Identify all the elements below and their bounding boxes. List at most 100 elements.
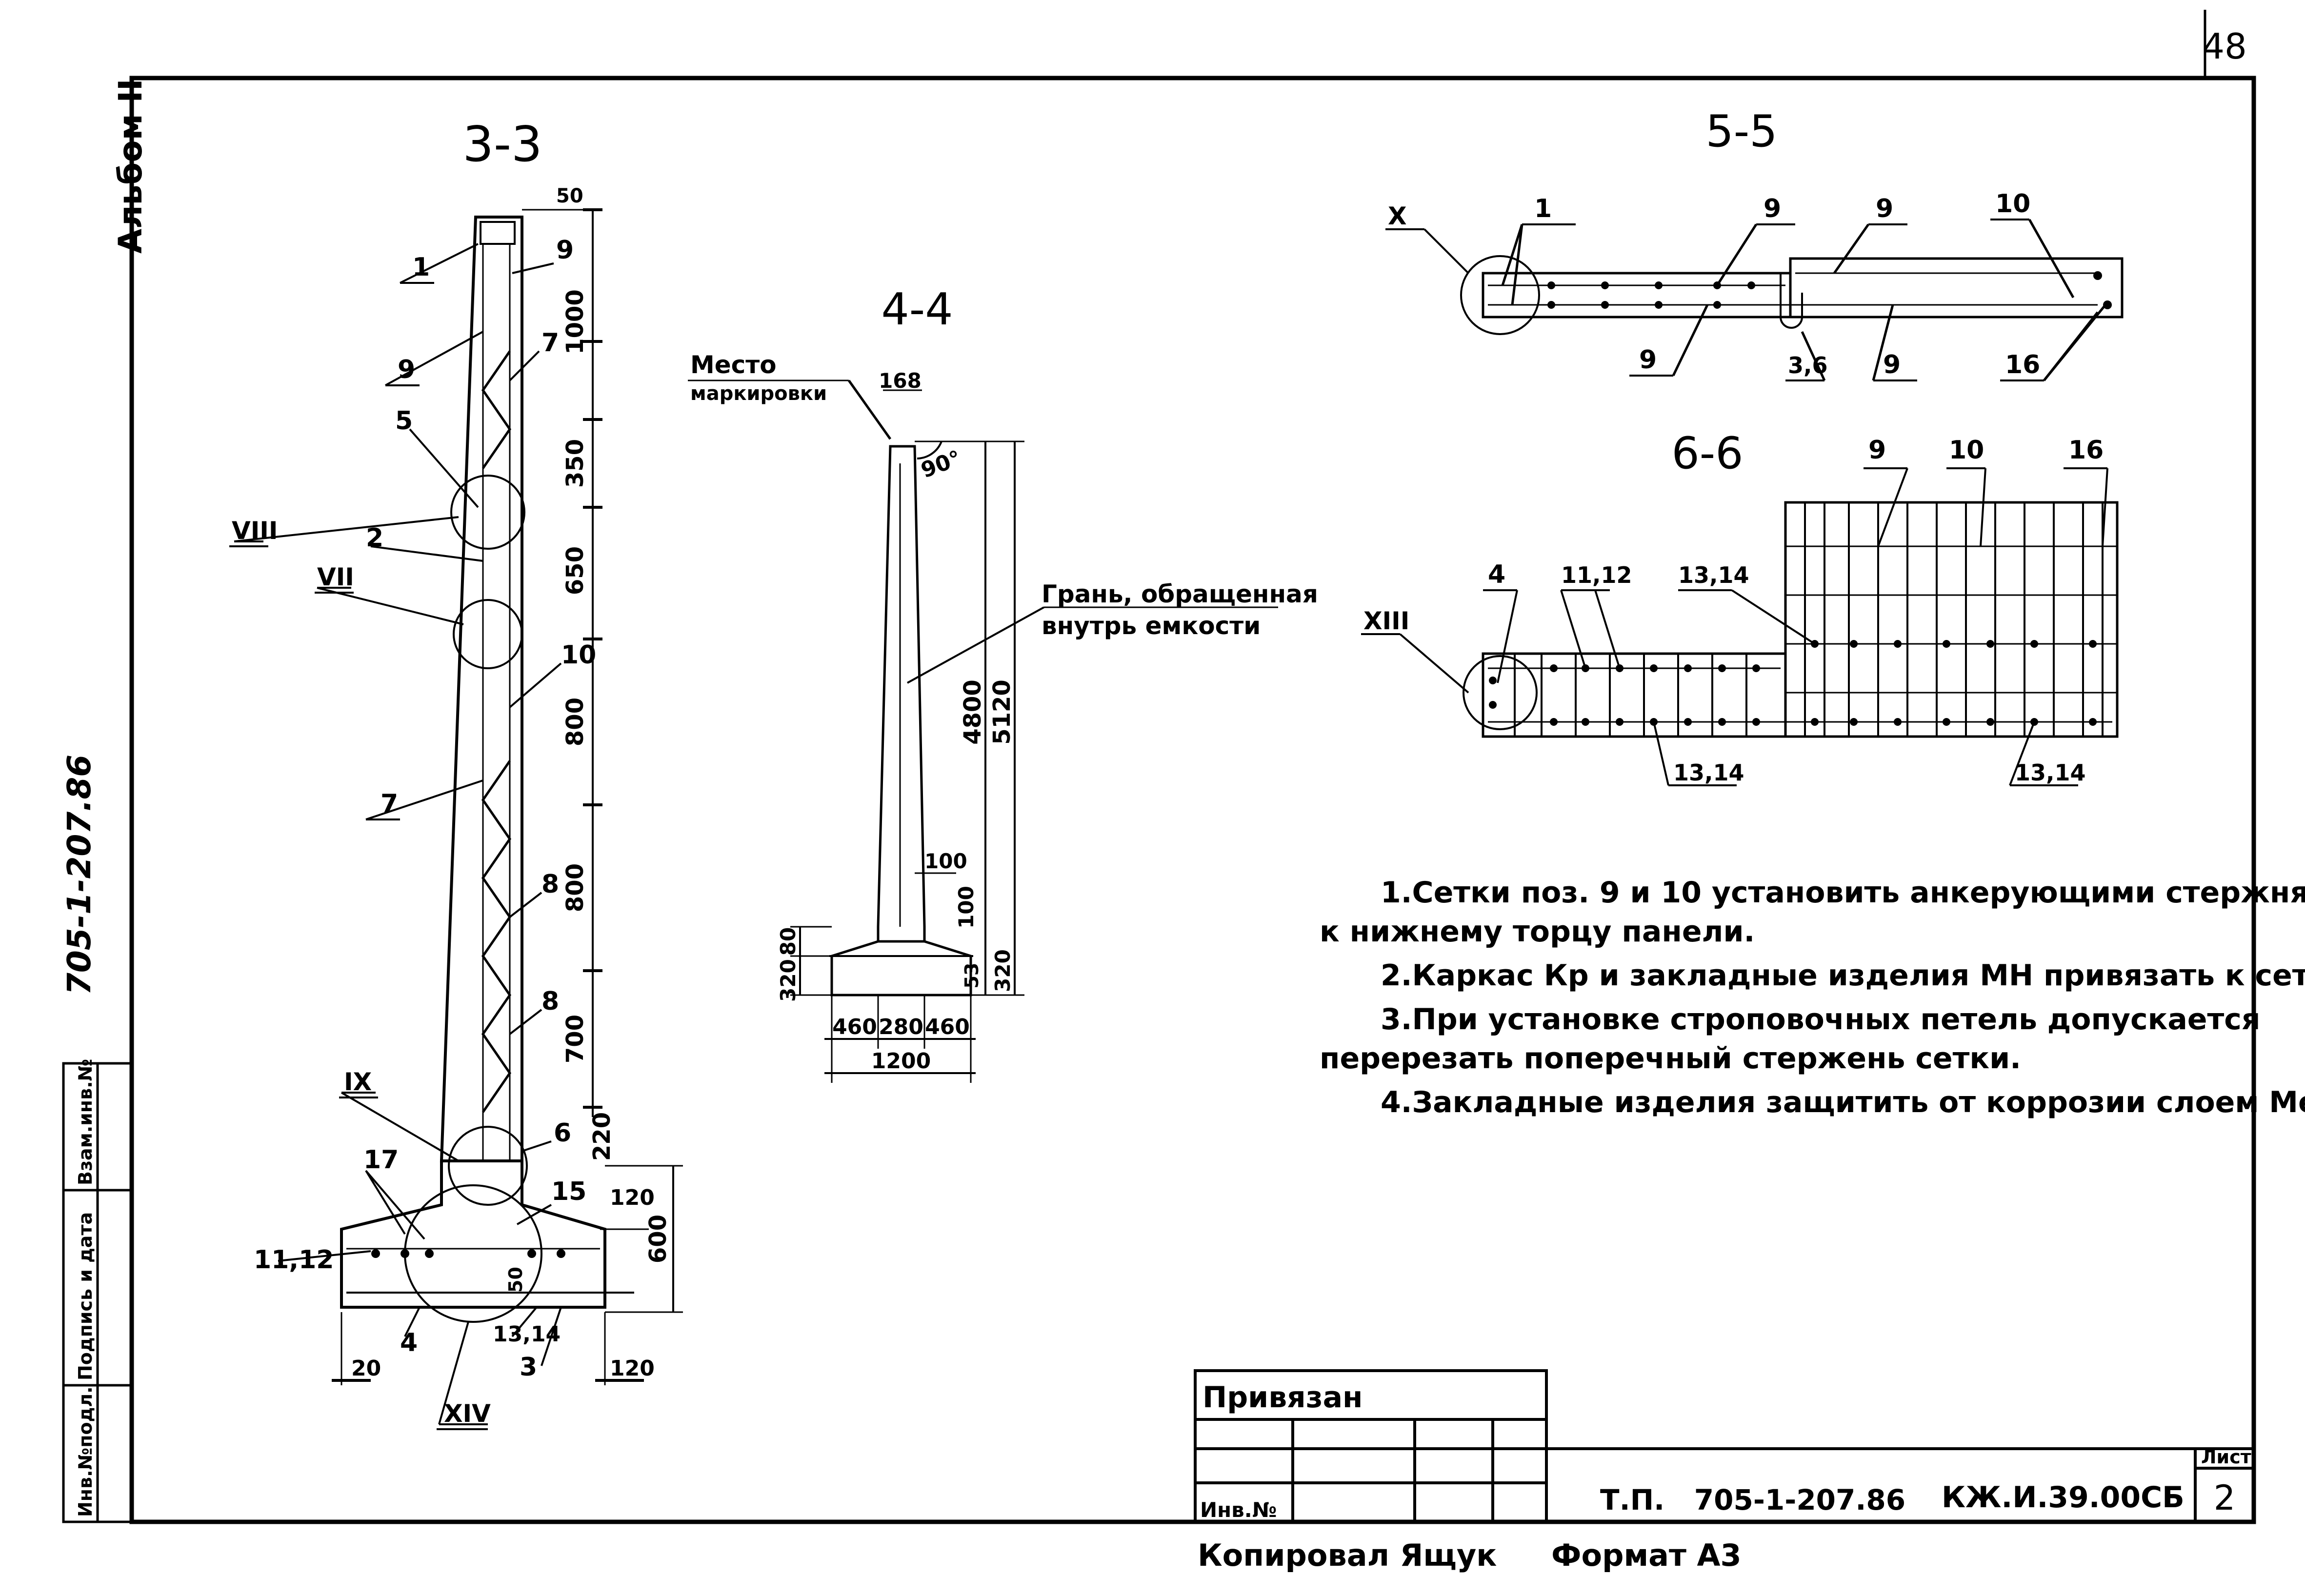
callout-5-1: 1 — [1534, 194, 1552, 223]
callout-7-mid: 7 — [381, 789, 398, 818]
stamp-inv-orig: Инв.№подл. — [75, 1386, 96, 1517]
callout-6-10: 10 — [1949, 436, 1984, 465]
dim-50-bottom: 50 — [505, 1267, 526, 1293]
dim-350: 350 — [561, 439, 589, 488]
section-6-6: 6-6 — [1361, 428, 2119, 786]
dim-120-top: 120 — [610, 1185, 655, 1210]
dim-120-bottom: 120 — [610, 1356, 655, 1381]
side-project-code: 705-1-207.86 — [60, 755, 98, 995]
dim-600: 600 — [644, 1215, 672, 1263]
callout-6: 6 — [554, 1118, 571, 1148]
callout-8-a: 8 — [541, 870, 559, 899]
drawing-code: КЖ.И.39.00СБ — [1942, 1480, 2185, 1515]
stamp-sign-date: Подпись и дата — [75, 1212, 96, 1380]
dim-4800: 4800 — [959, 679, 986, 745]
dim-1000: 1000 — [561, 289, 589, 355]
dim-280: 280 — [879, 1015, 923, 1039]
note-3-line-1: 3.При установке строповочных петель допу… — [1381, 1002, 2260, 1037]
dim-320-left: 320 — [776, 959, 800, 1002]
node-XIV: XIV — [444, 1399, 491, 1428]
section-6-6-grid-verticals — [1514, 502, 2104, 737]
note-2: 2.Каркас Кр и закладные изделия МН привя… — [1381, 958, 2305, 993]
dim-700: 700 — [561, 1015, 589, 1063]
dim-800-b: 800 — [561, 863, 589, 912]
paper-format: Формат А3 — [1551, 1537, 1742, 1573]
callout-5-10: 10 — [1995, 189, 2030, 219]
sheet-label: Лист — [2201, 1446, 2251, 1468]
bound-label: Привязан — [1203, 1380, 1363, 1415]
dim-320-right: 320 — [991, 949, 1015, 992]
callout-6-13-14-right: 13,14 — [2015, 759, 2086, 786]
callout-5-16: 16 — [2005, 350, 2040, 379]
callout-9-right: 9 — [556, 236, 574, 265]
note-1-line-1: 1.Сетки поз. 9 и 10 установить анкерующи… — [1381, 876, 2305, 910]
node-VII: VII — [317, 563, 354, 591]
dim-53: 53 — [961, 963, 982, 989]
node-X: X — [1388, 202, 1407, 230]
dim-460-right: 460 — [925, 1015, 970, 1039]
callout-15: 15 — [551, 1177, 586, 1206]
dim-80: 80 — [776, 927, 800, 956]
face-label-1: Грань, обращенная — [1042, 580, 1318, 608]
project-number: Т.П. 705-1-207.86 — [1600, 1483, 1905, 1516]
marking-label-1: Место — [690, 351, 777, 379]
callout-6-11-12: 11,12 — [1561, 562, 1632, 588]
callout-5-3-6: 3,6 — [1788, 352, 1828, 379]
callout-6-13-14-top: 13,14 — [1678, 562, 1749, 588]
sheet-frame — [129, 10, 2256, 1524]
page-number: 48 — [2202, 26, 2247, 67]
section-4-4-title: 4-4 — [882, 284, 953, 335]
callout-13-14: 13,14 — [493, 1322, 561, 1347]
callout-8-b: 8 — [541, 987, 559, 1016]
dim-460-left: 460 — [832, 1015, 877, 1039]
note-4: 4.Закладные изделия защитить от коррозии… — [1381, 1085, 2305, 1119]
callout-10: 10 — [561, 640, 596, 670]
callout-7-top: 7 — [541, 328, 559, 358]
node-IX: IX — [344, 1068, 372, 1096]
callout-1: 1 — [412, 253, 430, 282]
section-4-4: 4-4 Место маркировки — [688, 284, 1318, 1083]
dim-5120: 5120 — [988, 679, 1016, 745]
copied-by: Копировал Ящук — [1198, 1537, 1497, 1573]
dim-220: 220 — [588, 1112, 616, 1161]
face-label-2: внутрь емкости — [1042, 612, 1261, 640]
note-3-line-2: перерезать поперечный стержень сетки. — [1320, 1041, 2021, 1076]
section-3-3-title: 3-3 — [462, 116, 542, 173]
note-1-line-2: к нижнему торцу панели. — [1320, 915, 1755, 949]
sheet-number: 2 — [2214, 1478, 2236, 1518]
node-XIII: XIII — [1363, 607, 1409, 635]
title-block — [1194, 1369, 2254, 1523]
dim-1200: 1200 — [871, 1049, 931, 1074]
dim-650: 650 — [561, 546, 589, 595]
callout-6-16: 16 — [2068, 436, 2104, 465]
notes-block: 1.Сетки поз. 9 и 10 установить анкерующи… — [1320, 876, 2305, 1119]
section-5-5-title: 5-5 — [1706, 106, 1778, 157]
callout-2: 2 — [366, 523, 383, 553]
node-VIII: VIII — [232, 517, 278, 545]
dim-100-a: 100 — [924, 849, 967, 873]
marking-label-2: маркировки — [690, 382, 827, 405]
callout-3: 3 — [520, 1353, 537, 1382]
side-stamp — [62, 1062, 133, 1523]
dim-20: 20 — [351, 1356, 381, 1381]
callout-6-4: 4 — [1488, 560, 1505, 589]
callout-6-13-14-left: 13,14 — [1673, 759, 1744, 786]
dim-50-top: 50 — [556, 185, 583, 207]
section-3-3: 3-3 — [229, 116, 683, 1430]
section-5-5-rebar — [1547, 271, 2112, 309]
section-3-3-rebar — [371, 1249, 565, 1258]
callout-11-12: 11,12 — [254, 1245, 334, 1275]
stamp-replace-inv: Взам.инв.№ — [75, 1059, 96, 1185]
callout-17: 17 — [363, 1145, 399, 1175]
section-6-6-title: 6-6 — [1672, 428, 1744, 479]
section-5-5: 5-5 — [1385, 106, 2124, 381]
callout-5-9c: 9 — [1639, 345, 1657, 375]
callout-5-9d: 9 — [1883, 350, 1901, 379]
callout-5: 5 — [395, 406, 413, 436]
inv-label: Инв.№ — [1200, 1498, 1277, 1522]
callout-9-left: 9 — [398, 355, 415, 384]
dim-800-a: 800 — [561, 698, 589, 746]
dim-168: 168 — [879, 369, 922, 393]
dim-100-b: 100 — [954, 886, 978, 929]
